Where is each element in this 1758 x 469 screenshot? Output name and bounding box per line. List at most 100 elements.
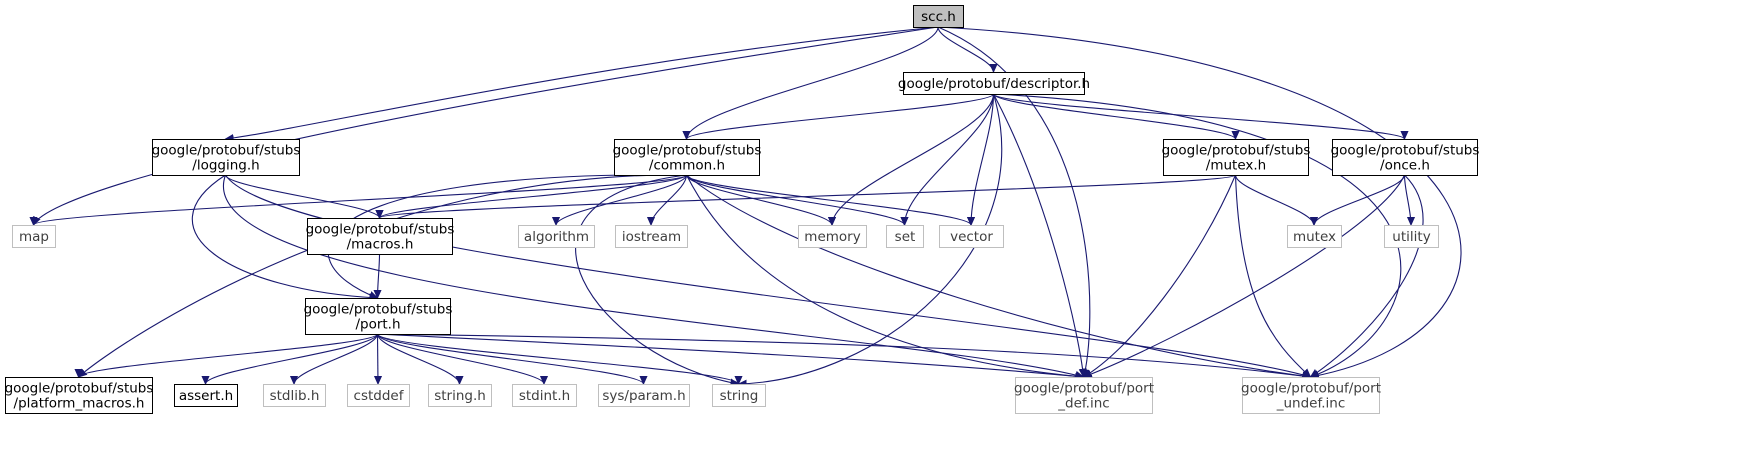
nodes-layer: scc.h google/protobuf/descriptor.h google/… (5, 5, 1480, 414)
node-label: set (895, 229, 916, 245)
node-label: google/protobuf/stubs (306, 222, 455, 238)
edge-port-to-port_undef (377, 333, 1311, 377)
node-box (598, 384, 690, 407)
node-label: google/protobuf/stubs (152, 143, 301, 159)
edge-common-to-string (575, 174, 739, 384)
edge-common-to-port_def (686, 174, 1084, 377)
node-string-h: string.h (428, 384, 492, 407)
node-box (1242, 377, 1380, 414)
node-label: google/protobuf/stubs (5, 381, 154, 397)
edge-once_h-to-utility (1403, 174, 1412, 225)
edge-mutex_h-to-macros (380, 174, 1237, 218)
edge-port-to-string (376, 333, 739, 384)
edge-scc-to-port_def (937, 26, 1091, 377)
node-label: /once.h (1380, 158, 1430, 174)
edge-common-to-set (685, 174, 905, 225)
node-sysparam: sys/param.h (598, 384, 690, 407)
node-mutex: mutex (1287, 225, 1342, 248)
node-platform-macros[interactable]: google/protobuf/stubs/platform_macros.h (5, 377, 154, 414)
node-utility: utility (1384, 225, 1439, 248)
edge-mutex_h-to-port_undef (1234, 174, 1311, 377)
edge-common-to-port_undef (686, 174, 1311, 377)
node-box (347, 384, 410, 407)
node-box (1332, 139, 1478, 176)
edge-mutex_h-to-port_def (1084, 174, 1237, 377)
node-label: mutex (1293, 229, 1336, 245)
edge-descriptor-to-vector (971, 93, 995, 225)
edge-once_h-to-port_undef (1311, 174, 1424, 377)
edge-common-to-memory (685, 174, 833, 225)
edge-common-to-map (34, 174, 688, 225)
node-cstddef: cstddef (347, 384, 410, 407)
node-label: /common.h (649, 158, 725, 174)
edge-common-to-macros (380, 174, 688, 218)
node-descriptor[interactable]: google/protobuf/descriptor.h (898, 72, 1090, 95)
edge-descriptor-to-mutex_h (992, 93, 1236, 139)
node-label: scc.h (921, 9, 956, 25)
edge-descriptor-to-string (739, 93, 1003, 384)
node-box (305, 298, 451, 335)
node-stdint: stdint.h (512, 384, 577, 407)
node-box (307, 218, 453, 255)
edge-scc-to-port_undef (937, 26, 1462, 377)
node-set: set (886, 225, 924, 248)
node-label: stdlib.h (270, 388, 320, 404)
node-box (174, 384, 238, 407)
node-label: /mutex.h (1206, 158, 1266, 174)
node-port-undef: google/protobuf/port_undef.inc (1241, 377, 1381, 414)
edge-logging-to-macros (224, 174, 380, 218)
node-label: string (720, 388, 759, 404)
node-port[interactable]: google/protobuf/stubs/port.h (304, 298, 453, 335)
node-once-h[interactable]: google/protobuf/stubs/once.h (1331, 139, 1480, 176)
node-iostream: iostream (615, 225, 688, 248)
node-stdlib: stdlib.h (263, 384, 326, 407)
node-label: google/protobuf/stubs (1331, 143, 1480, 159)
node-box (1163, 139, 1309, 176)
node-box (5, 377, 153, 414)
node-label: google/protobuf/stubs (613, 143, 762, 159)
node-memory: memory (798, 225, 867, 248)
edge-descriptor-to-once_h (992, 93, 1405, 139)
node-box (913, 5, 964, 28)
node-label: iostream (622, 229, 681, 245)
edge-port-to-string_h (376, 333, 460, 384)
node-assert[interactable]: assert.h (174, 384, 238, 407)
node-label: google/protobuf/stubs (304, 302, 453, 318)
node-label: string.h (434, 388, 486, 404)
edge-once_h-to-port_def (1084, 174, 1406, 377)
node-label: _undef.inc (1276, 396, 1346, 412)
node-box (903, 72, 1085, 95)
node-port-def: google/protobuf/port_def.inc (1014, 377, 1154, 414)
node-common[interactable]: google/protobuf/stubs/common.h (613, 139, 762, 176)
edge-descriptor-to-set (905, 93, 995, 225)
node-box (263, 384, 326, 407)
node-string: string (712, 384, 766, 407)
edge-port-to-assert (206, 333, 379, 384)
node-vector: vector (939, 225, 1004, 248)
edges-layer (34, 26, 1462, 384)
node-label: utility (1392, 229, 1430, 245)
edge-logging-to-port (191, 174, 377, 298)
node-algorithm: algorithm (518, 225, 595, 248)
node-label: _def.inc (1057, 396, 1109, 412)
edge-common-to-algorithm (556, 174, 688, 225)
edge-descriptor-to-memory (832, 93, 995, 225)
node-box (152, 139, 300, 176)
node-label: stdint.h (519, 388, 570, 404)
node-macros[interactable]: google/protobuf/stubs/macros.h (306, 218, 455, 255)
edge-mutex_h-to-mutex (1234, 174, 1315, 225)
edge-scc-to-logging (226, 26, 939, 139)
edge-logging-to-port_def (222, 174, 1083, 377)
node-scc[interactable]: scc.h (913, 5, 964, 28)
edge-port-to-platform_macros (79, 333, 379, 377)
edge-port-to-cstddef (378, 333, 379, 384)
node-mutex-h[interactable]: google/protobuf/stubs/mutex.h (1162, 139, 1311, 176)
node-box (518, 225, 595, 248)
edge-macros-to-port (378, 253, 380, 298)
edge-common-to-platform_macros (79, 174, 687, 377)
node-label: google/protobuf/stubs (1162, 143, 1311, 159)
node-box (614, 139, 760, 176)
node-logging[interactable]: google/protobuf/stubs/logging.h (152, 139, 301, 176)
node-box (1384, 225, 1439, 248)
node-box (428, 384, 492, 407)
